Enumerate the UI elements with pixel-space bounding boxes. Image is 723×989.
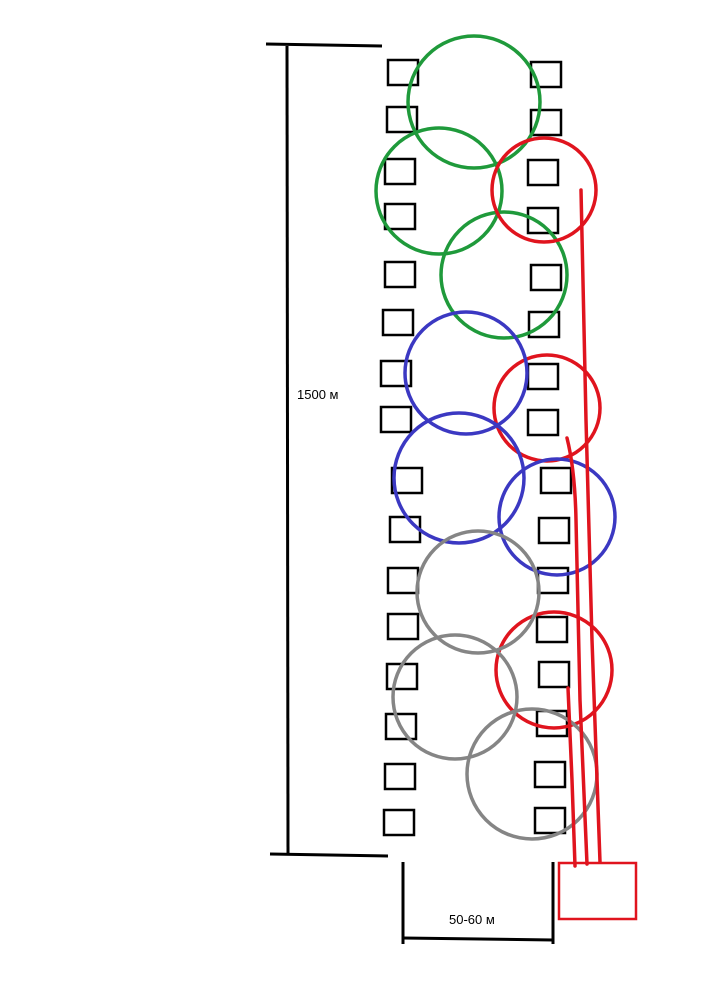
cable-line [565, 436, 589, 866]
station-square-left [382, 808, 416, 837]
station-square-right [529, 263, 563, 292]
length-axis [285, 45, 290, 856]
cable-lines [565, 188, 602, 868]
left-station-column [379, 58, 424, 837]
station-square-left [379, 405, 413, 434]
length-dimension [265, 42, 389, 858]
width-axis [402, 936, 554, 942]
length-bottom-tick [269, 852, 389, 858]
coverage-circle-green [406, 34, 542, 170]
right-station-column [526, 60, 573, 835]
station-square-left [383, 202, 417, 231]
coverage-circle-green [374, 126, 504, 256]
station-square-right [533, 760, 567, 789]
coverage-circles [374, 34, 617, 841]
cable-line [566, 686, 577, 868]
station-square-left [386, 566, 420, 595]
station-square-left [383, 157, 417, 186]
coverage-circle-blue [497, 457, 617, 577]
station-square-right [526, 158, 560, 187]
station-square-right [539, 466, 573, 495]
station-square-left [386, 612, 420, 641]
cable-line [579, 188, 602, 864]
coverage-circle-blue [392, 411, 526, 545]
station-square-left [383, 762, 417, 791]
width-dimension [401, 862, 555, 944]
coverage-circle-green [439, 210, 569, 340]
station-square-left [381, 308, 415, 337]
station-square-left [383, 260, 417, 289]
station-square-right [537, 516, 571, 545]
coverage-circle-gray [391, 633, 519, 761]
length-top-tick [265, 42, 383, 48]
station-square-right [535, 615, 569, 644]
control-box [557, 861, 638, 921]
coverage-circle-gray [415, 529, 541, 655]
station-square-left [386, 58, 420, 87]
station-square-right [537, 660, 571, 689]
length-label: 1500 м [297, 387, 339, 402]
coverage-circle-gray [465, 707, 599, 841]
station-square-right [526, 362, 560, 391]
station-square-right [533, 806, 567, 835]
coverage-circle-red [490, 136, 598, 244]
coverage-circle-blue [403, 310, 529, 436]
coverage-circle-red [494, 610, 614, 730]
station-square-left [388, 515, 422, 544]
station-square-left [390, 466, 424, 495]
width-label: 50-60 м [449, 912, 495, 927]
station-square-left [385, 662, 419, 691]
station-square-right [526, 408, 560, 437]
